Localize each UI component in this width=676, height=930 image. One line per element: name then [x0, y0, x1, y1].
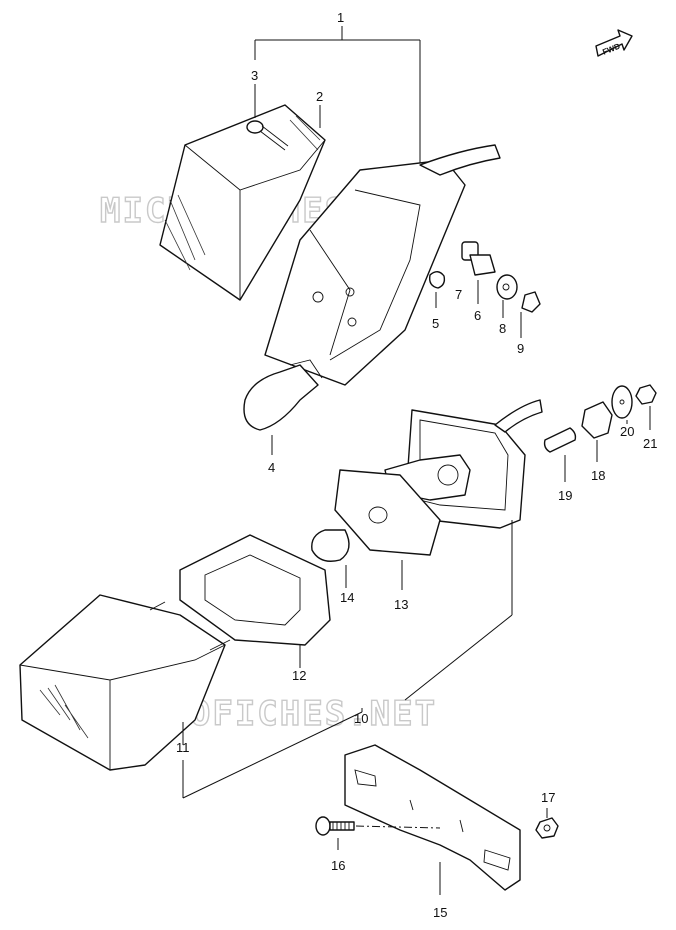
washer-8	[496, 274, 518, 318]
callout-5: 5	[432, 316, 439, 331]
callout-21: 21	[643, 436, 657, 451]
screw-3	[246, 120, 289, 151]
nut-17	[535, 808, 559, 839]
gasket-12	[179, 534, 331, 668]
callout-12: 12	[292, 668, 306, 683]
callout-11: 11	[176, 740, 190, 755]
callout-6: 6	[474, 308, 481, 323]
lens-11	[19, 594, 231, 771]
callout-19: 19	[558, 488, 572, 503]
callout-1: 1	[337, 10, 344, 25]
bracket-1	[254, 26, 421, 165]
callout-8: 8	[499, 321, 506, 336]
upper-lens	[159, 104, 326, 301]
socket-6	[461, 241, 496, 304]
callout-7: 7	[455, 287, 462, 302]
bulb-4	[243, 359, 323, 455]
callout-14: 14	[340, 590, 354, 605]
nut-9	[520, 291, 541, 338]
callout-2: 2	[316, 89, 323, 104]
bulb-14	[311, 529, 350, 588]
callout-17: 17	[541, 790, 555, 805]
callout-20: 20	[620, 424, 634, 439]
washer-20	[611, 385, 633, 424]
callout-4: 4	[268, 460, 275, 475]
callout-16: 16	[331, 858, 345, 873]
rubber-18	[581, 401, 613, 462]
callout-15: 15	[433, 905, 447, 920]
nut-21	[635, 384, 657, 430]
fwd-arrow-icon: FWD	[595, 29, 633, 57]
callout-10: 10	[354, 711, 368, 726]
bracket-10-11	[182, 520, 513, 799]
grommet-5	[428, 271, 446, 308]
bolt-16	[315, 816, 441, 850]
license-bracket-15	[344, 744, 521, 895]
callout-13: 13	[394, 597, 408, 612]
bracket-13	[334, 469, 441, 590]
callout-18: 18	[591, 468, 605, 483]
callout-3: 3	[251, 68, 258, 83]
callout-9: 9	[517, 341, 524, 356]
spacer-19	[543, 427, 577, 482]
upper-housing	[264, 144, 501, 386]
